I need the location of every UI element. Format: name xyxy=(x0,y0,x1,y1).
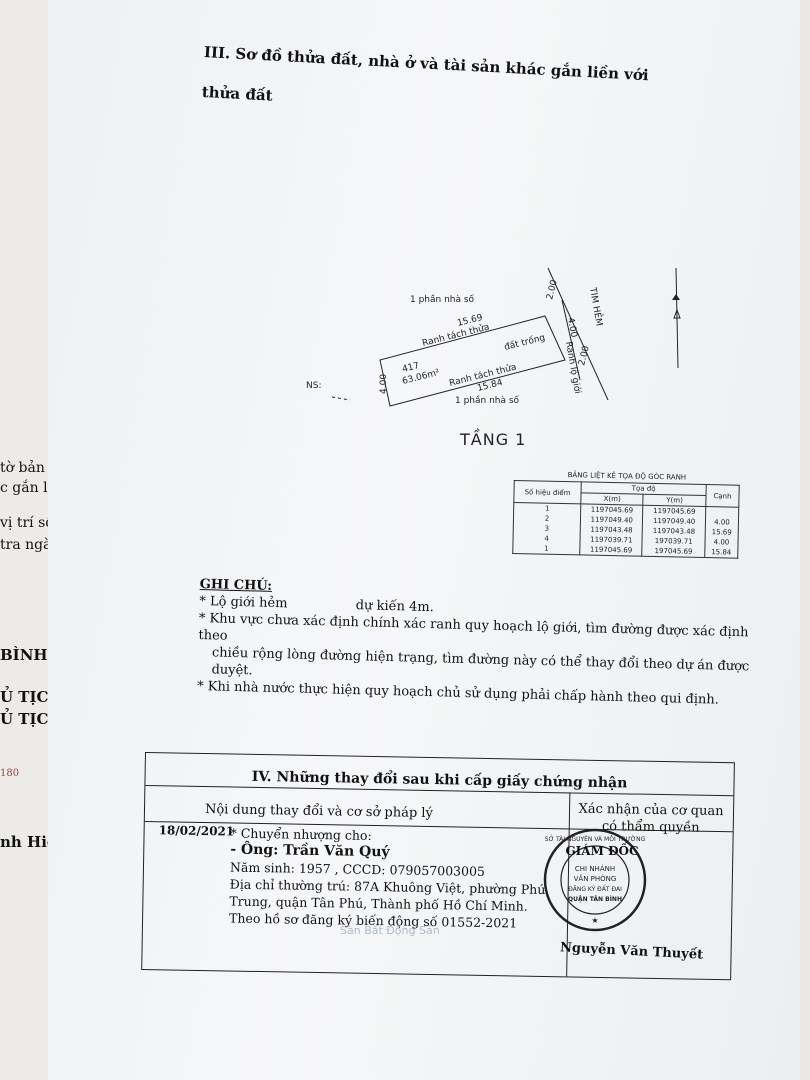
note-item-1-b: dự kiến 4m. xyxy=(355,598,435,616)
coordinate-table: Số hiệu điểm Tọa độ Cạnh X(m) Y(m) 1 119… xyxy=(512,480,740,559)
parcel-drawing: 1 phần nhà số 1 phần nhà số 15.69 Ranh t… xyxy=(306,267,609,407)
ns-tick xyxy=(331,396,351,401)
seal-inner-1: CHI NHÁNH xyxy=(575,864,615,873)
cell-edge: 15.84 xyxy=(704,547,738,559)
right-width-label: 4.00 xyxy=(565,317,578,339)
note-item-1-a: * Lộ giới hẻm xyxy=(199,593,288,612)
setback-bottom-label: 2.00 xyxy=(577,345,592,367)
cell-edge: 4.00 xyxy=(704,537,739,548)
watermark: Sàn Bất Động Sản xyxy=(340,924,440,937)
top-line-label: Ranh tách thửa xyxy=(421,322,490,349)
cell-edge xyxy=(705,506,739,518)
left-page-text-3: vị trí số xyxy=(0,515,54,531)
parcel-outline xyxy=(379,315,566,407)
left-page-text-6: Ủ TỊCH xyxy=(0,688,63,706)
bottom-neighbor-label: 1 phần nhà số xyxy=(455,395,520,406)
empty-land-label: đất trống xyxy=(503,332,546,353)
seal-inner-4: QUẬN TÂN BÌNH xyxy=(568,895,622,903)
seal-star-icon: ★ xyxy=(591,916,598,925)
notes-section: GHI CHÚ: * Lộ giới hẻm dự kiến 4m. * Khu… xyxy=(197,576,760,710)
cell-edge: 15.69 xyxy=(705,527,739,538)
left-page-text-5: BÌNH xyxy=(0,646,48,664)
cell-edge: 4.00 xyxy=(705,517,739,528)
setback-top-label: 2.00 xyxy=(545,279,560,301)
cell-x: 1197045.69 xyxy=(579,544,643,557)
seal-inner-2: VĂN PHÒNG xyxy=(574,874,617,883)
alley-center-line xyxy=(547,267,609,401)
left-width-label: 4.00 xyxy=(379,374,389,394)
left-page-text-7: Ủ TỊCH xyxy=(0,710,63,728)
seal-inner-3: ĐĂNG KÝ ĐẤT ĐAI xyxy=(568,885,622,893)
boundary-label: Ranh lộ giới xyxy=(563,341,583,395)
cell-y: 197045.69 xyxy=(642,545,705,558)
header-edge: Cạnh xyxy=(705,484,740,508)
boundary-line xyxy=(561,299,581,381)
seal-ring-text: SỞ TÀI NGUYÊN VÀ MÔI TRƯỜNG xyxy=(545,835,646,843)
cell-point: 1 xyxy=(512,542,581,555)
official-seal: SỞ TÀI NGUYÊN VÀ MÔI TRƯỜNG GIÁM ĐỐC CHI… xyxy=(543,828,647,932)
top-neighbor-label: 1 phần nhà số xyxy=(410,294,475,305)
alley-center-label: TIM HẺM xyxy=(587,285,606,326)
change-content: * Chuyển nhượng cho: - Ông: Trần Văn Quý… xyxy=(229,825,581,933)
parcel-number: 417 xyxy=(401,361,420,375)
left-page-stamp-fragment: 180 xyxy=(0,768,20,779)
header-point: Số hiệu điểm xyxy=(513,480,582,504)
coordinate-table-block: BẢNG LIỆT KÊ TỌA ĐỘ GÓC RANH Số hiệu điể… xyxy=(512,470,740,559)
seal-title: GIÁM ĐỐC xyxy=(565,841,638,858)
section4-col-content: Nội dung thay đổi và cơ sở pháp lý xyxy=(204,802,434,822)
change-date: 18/02/2021 xyxy=(158,823,235,839)
ns-label: NS: xyxy=(306,381,321,391)
certificate-page xyxy=(48,0,800,1080)
floor-label: TẦNG 1 xyxy=(460,430,527,449)
left-page-text-4: tra ngày xyxy=(0,537,60,553)
north-arrow-icon xyxy=(672,268,681,368)
